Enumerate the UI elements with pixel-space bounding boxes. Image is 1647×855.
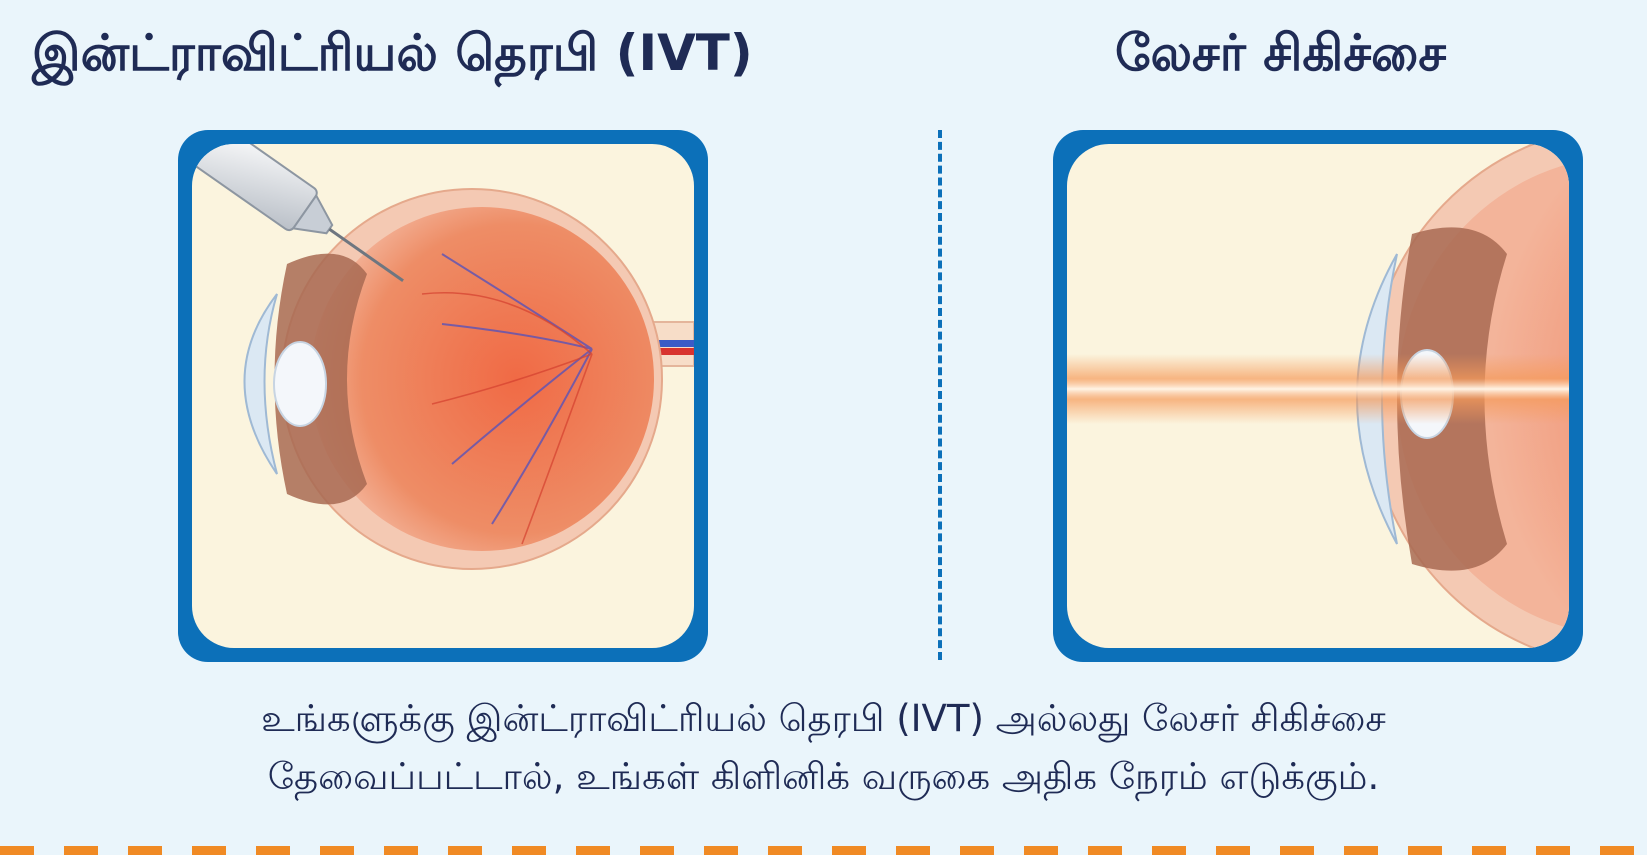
caption-line-2: தேவைப்பட்டால், உங்கள் கிளினிக் வருகை அதி… bbox=[0, 748, 1647, 806]
ivt-heading: இன்ட்ராவிட்ரியல் தெரபி (IVT) bbox=[32, 18, 753, 88]
eye-injection-illustration-icon bbox=[192, 144, 694, 648]
laser-illustration-panel bbox=[1053, 130, 1583, 662]
ivt-illustration-panel bbox=[178, 130, 708, 662]
eye-laser-illustration-icon bbox=[1067, 144, 1569, 648]
laser-heading: லேசர் சிகிச்சை bbox=[1115, 18, 1446, 88]
caption-line-1: உங்களுக்கு இன்ட்ராவிட்ரியல் தெரபி (IVT) … bbox=[0, 690, 1647, 748]
panel-divider bbox=[938, 130, 942, 660]
caption: உங்களுக்கு இன்ட்ராவிட்ரியல் தெரபி (IVT) … bbox=[0, 690, 1647, 806]
dashed-accent-border bbox=[0, 846, 1647, 855]
